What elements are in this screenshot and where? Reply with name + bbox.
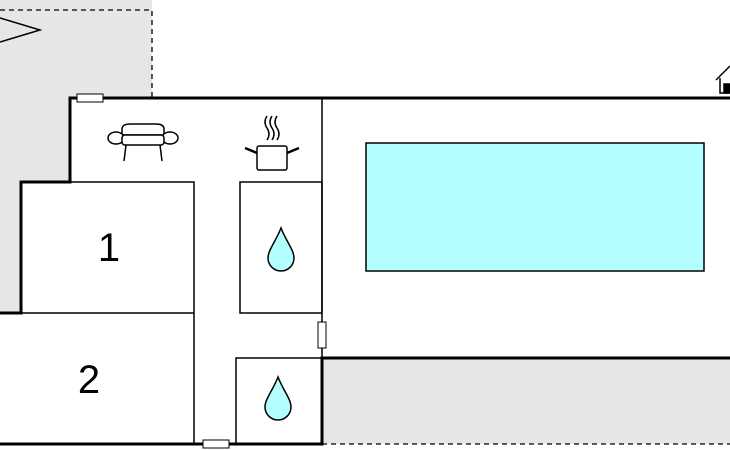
garage-icon <box>715 65 730 94</box>
bathroom-2 <box>235 357 322 444</box>
swimming-pool <box>365 142 705 272</box>
parasol-icon <box>0 17 43 43</box>
openings <box>76 93 327 449</box>
terrace-area-left-lower <box>0 182 21 313</box>
window-top <box>76 93 104 103</box>
room-label-2: 2 <box>78 358 100 402</box>
window-bottom <box>202 439 230 449</box>
water-drop-icon <box>264 374 292 421</box>
garden-area-bottom-right <box>322 358 730 444</box>
bathroom-1 <box>239 181 323 314</box>
water-drop-icon <box>267 225 295 272</box>
interior-walls <box>0 98 323 444</box>
outdoor-boundaries <box>0 9 730 445</box>
room-label-1: 1 <box>98 226 120 270</box>
terrace-area-left <box>0 98 70 182</box>
cooking-pot-icon <box>244 115 300 171</box>
door-pool <box>317 321 327 349</box>
terrace-area-top-left <box>0 0 152 98</box>
sofa-icon <box>107 123 179 162</box>
